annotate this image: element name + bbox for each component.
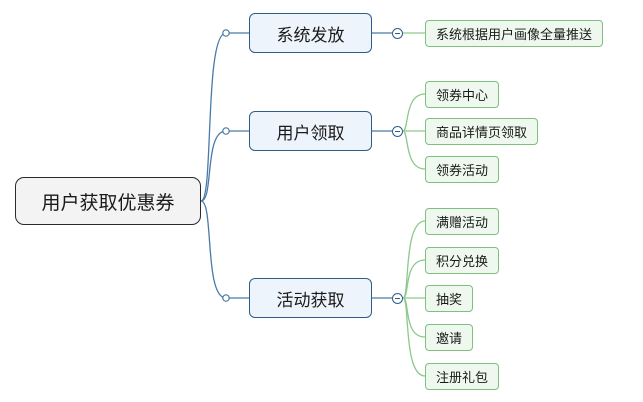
link-dot-user: [222, 127, 230, 135]
leaf-topic[interactable]: 商品详情页领取: [425, 118, 539, 145]
link-root-system: [200, 32, 249, 202]
link-dot-system: [222, 29, 230, 37]
leaf-topic[interactable]: 抽奖: [425, 285, 474, 312]
collapse-toggle-icon[interactable]: [392, 293, 403, 304]
leaf-topic[interactable]: 系统根据用户画像全量推送: [425, 20, 604, 47]
branch-topic-activity[interactable]: 活动获取: [249, 278, 372, 318]
root-topic[interactable]: 用户获取优惠券: [15, 177, 201, 225]
link-activity-leaf-0: [402, 220, 426, 299]
link-root-activity: [200, 200, 249, 299]
leaf-topic[interactable]: 注册礼包: [425, 363, 500, 390]
leaf-topic[interactable]: 领券中心: [425, 81, 500, 108]
leaf-topic[interactable]: 领券活动: [425, 156, 500, 183]
leaf-topic[interactable]: 邀请: [425, 324, 474, 351]
branch-topic-user-claim[interactable]: 用户领取: [249, 111, 372, 151]
leaf-topic[interactable]: 积分兑换: [425, 247, 500, 274]
collapse-toggle-icon[interactable]: [392, 126, 403, 137]
link-dot-activity: [222, 294, 230, 302]
link-user-leaf-0: [402, 93, 426, 132]
collapse-toggle-icon[interactable]: [392, 28, 403, 39]
branch-topic-system-issue[interactable]: 系统发放: [249, 13, 372, 53]
link-activity-leaf-1: [402, 259, 426, 299]
link-user-leaf-2: [402, 130, 426, 170]
link-activity-leaf-4: [402, 297, 426, 377]
leaf-topic[interactable]: 满赠活动: [425, 208, 500, 235]
